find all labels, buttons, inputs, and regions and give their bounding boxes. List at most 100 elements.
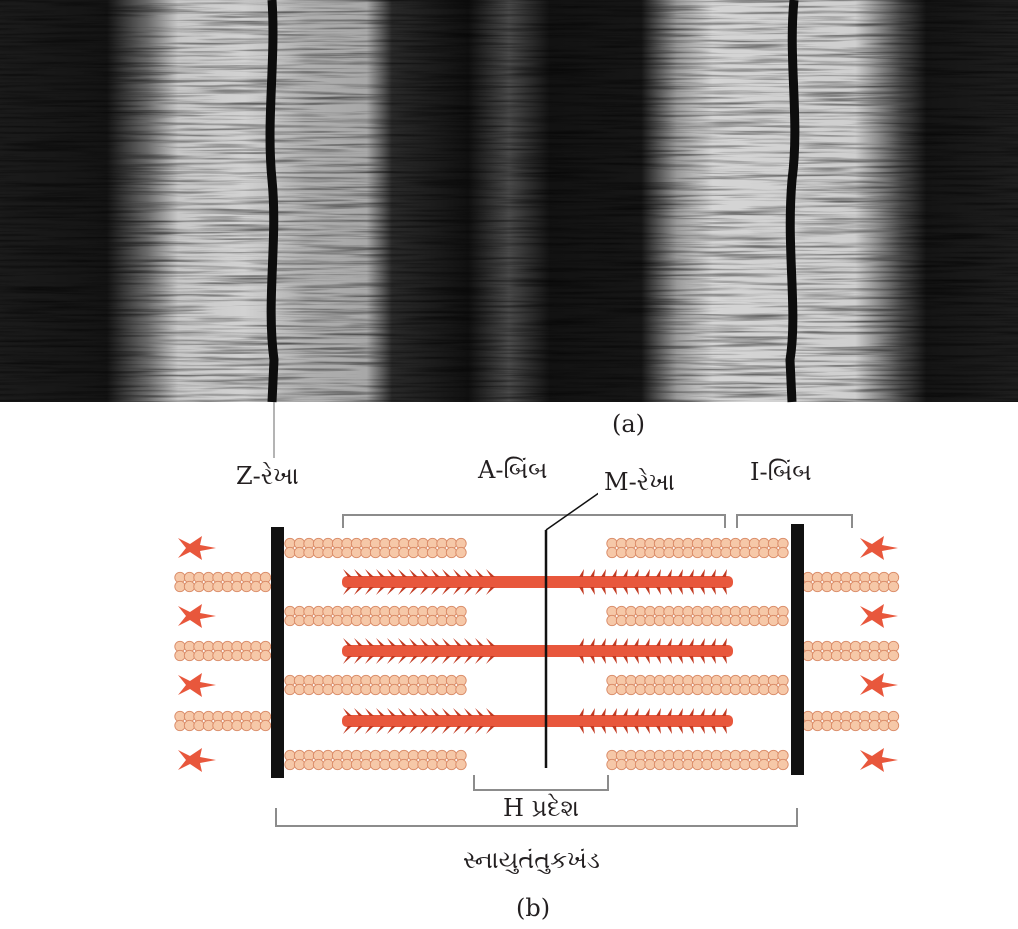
- actin-bead: [417, 546, 429, 559]
- actin-bead: [193, 649, 205, 662]
- actin-bead: [811, 580, 824, 593]
- actin-bead: [830, 580, 843, 593]
- myosin-head: [453, 569, 462, 577]
- actin-bead: [701, 614, 713, 627]
- actin-bead: [625, 683, 637, 696]
- actin-bead: [259, 649, 272, 662]
- myosin-head: [623, 708, 628, 716]
- myosin-head: [420, 587, 429, 595]
- myosin-head: [579, 587, 584, 595]
- actin-bead: [369, 683, 382, 696]
- micrograph-z-line-left: [265, 0, 279, 403]
- actin-bead: [455, 546, 467, 559]
- actin-bead: [840, 719, 852, 732]
- actin-bead: [606, 546, 618, 559]
- actin-bead: [878, 649, 890, 662]
- myosin-head: [431, 569, 440, 577]
- myosin-head: [365, 569, 374, 577]
- actin-bead: [350, 546, 363, 559]
- myosin-head: [601, 708, 606, 716]
- myosin-head: [678, 708, 683, 716]
- actin-bead: [748, 683, 761, 696]
- myosin-head: [645, 656, 650, 664]
- actin-bead: [183, 649, 196, 662]
- actin-bead: [231, 719, 243, 732]
- sarcomere-bracket: [275, 808, 798, 827]
- actin-bead: [767, 614, 780, 627]
- actin-bead: [407, 758, 420, 771]
- myosin-head: [711, 587, 716, 595]
- myosin-head: [398, 587, 407, 595]
- myosin-head: [579, 726, 584, 734]
- actin-bead: [202, 649, 215, 662]
- actin-bead: [398, 546, 410, 559]
- myosin-head: [711, 656, 716, 664]
- actin-bead: [739, 758, 751, 771]
- myosin-head: [354, 569, 363, 577]
- actin-bead: [284, 683, 296, 696]
- actin-bead: [426, 546, 439, 559]
- myosin-head: [711, 726, 716, 734]
- myosin-head: [634, 569, 639, 577]
- filament-array: [174, 536, 900, 772]
- myosin-head: [634, 726, 639, 734]
- myosin-head: [354, 587, 363, 595]
- myosin-shaft: [342, 715, 733, 727]
- thin-filament-left-3: [284, 674, 467, 696]
- micrograph: [0, 0, 1018, 403]
- actin-bead: [615, 758, 628, 771]
- myosin-head: [601, 726, 606, 734]
- actin-bead: [212, 580, 224, 593]
- myosin-head: [387, 638, 396, 646]
- myosin-head: [678, 587, 683, 595]
- myosin-head: [486, 708, 495, 716]
- actin-bead: [212, 719, 224, 732]
- myosin-head: [590, 708, 595, 716]
- actin-bead: [767, 546, 780, 559]
- myosin-head: [678, 656, 683, 664]
- myosin-head: [711, 569, 716, 577]
- actin-bead: [887, 719, 900, 732]
- actin-bead: [887, 580, 900, 593]
- actin-bead: [878, 719, 890, 732]
- myosin-head: [376, 587, 385, 595]
- actin-bead: [644, 614, 656, 627]
- thick-filament-1: [342, 569, 733, 595]
- actin-bead: [240, 580, 253, 593]
- actin-bead: [758, 614, 770, 627]
- myosin-head: [365, 708, 374, 716]
- actin-bead: [710, 758, 723, 771]
- myosin-head: [475, 708, 484, 716]
- myosin-head: [464, 587, 473, 595]
- myosin-head: [579, 638, 584, 646]
- myosin-head: [409, 708, 418, 716]
- myosin-head: [722, 638, 727, 646]
- myosin-head: [656, 638, 661, 646]
- cross-section-stub: [860, 536, 898, 560]
- actin-bead: [739, 683, 751, 696]
- myosin-shaft: [342, 645, 733, 657]
- actin-bead: [802, 580, 814, 593]
- myosin-head: [475, 587, 484, 595]
- actin-bead: [682, 758, 694, 771]
- actin-bead: [250, 580, 262, 593]
- actin-bead: [849, 580, 862, 593]
- myosin-head: [453, 708, 462, 716]
- actin-bead: [653, 758, 666, 771]
- myosin-head: [656, 569, 661, 577]
- actin-bead: [777, 546, 789, 559]
- actin-bead: [174, 719, 186, 732]
- myosin-head: [354, 726, 363, 734]
- myosin-head: [376, 708, 385, 716]
- myosin-head: [678, 726, 683, 734]
- actin-bead: [729, 758, 742, 771]
- actin-bead: [653, 546, 666, 559]
- thin-filament-left-4: [284, 749, 467, 771]
- myosin-head: [398, 726, 407, 734]
- myosin-head: [442, 569, 451, 577]
- actin-bead: [407, 546, 420, 559]
- actin-bead: [445, 546, 458, 559]
- myosin-head: [387, 656, 396, 664]
- myosin-head: [376, 726, 385, 734]
